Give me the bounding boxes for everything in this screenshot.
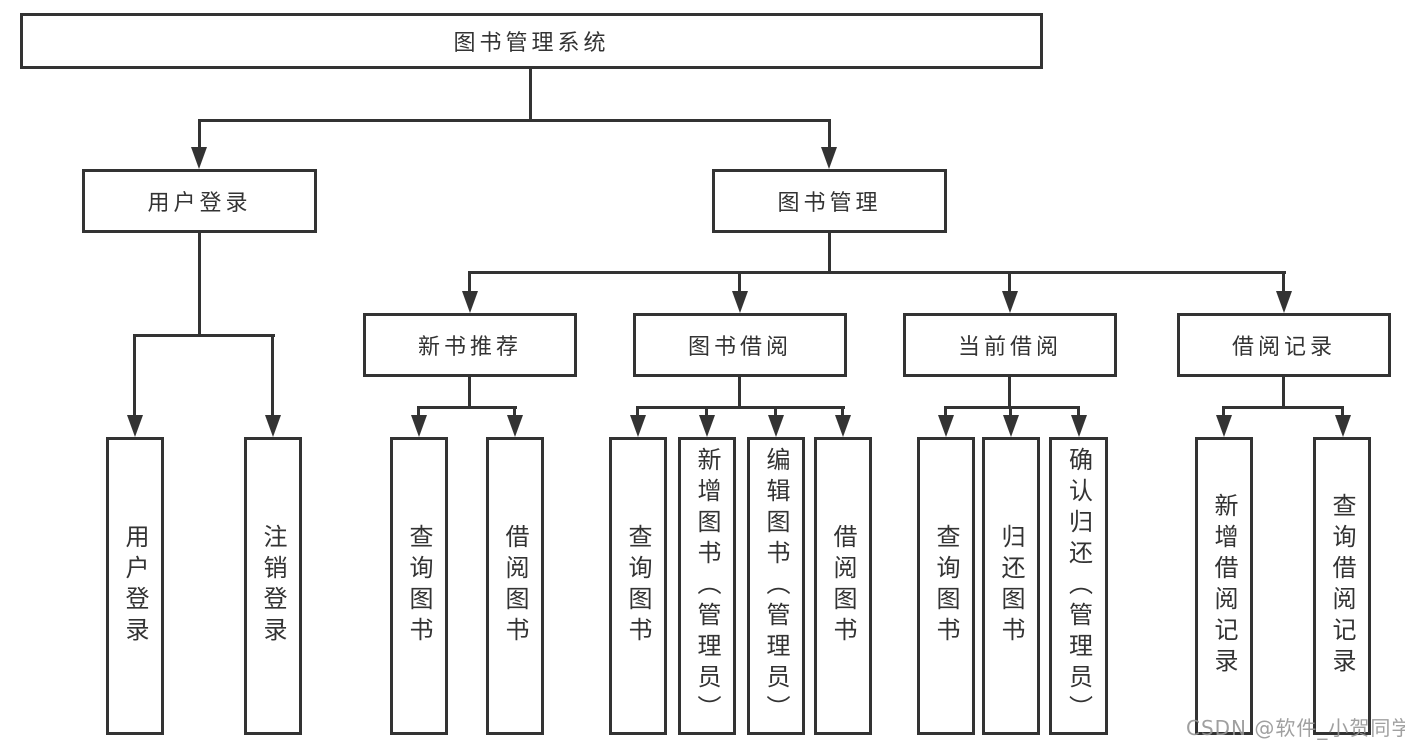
arrow-down-icon — [821, 147, 837, 169]
leaf-label: 编辑图书（管理员） — [762, 446, 790, 726]
leaf-confirm-return-admin: 确认归还（管理员） — [1049, 437, 1108, 735]
csdn-watermark: CSDN @软件_小贺同学 — [1186, 716, 1405, 740]
connector-line — [1009, 406, 1012, 419]
connector-line — [1222, 406, 1225, 419]
leaf-label: 查询借阅记录 — [1328, 493, 1356, 679]
arrow-down-icon — [265, 415, 281, 437]
node-borrowing-records: 借阅记录 — [1177, 313, 1391, 377]
connector-line — [468, 271, 471, 295]
leaf-query-books-current: 查询图书 — [917, 437, 975, 735]
node-label: 图书借阅 — [687, 335, 792, 360]
connector-line — [271, 334, 274, 419]
connector-line — [417, 406, 517, 409]
arrow-down-icon — [1216, 415, 1232, 437]
leaf-logout: 注销登录 — [244, 437, 302, 735]
leaf-edit-book-admin: 编辑图书（管理员） — [747, 437, 805, 735]
connector-line — [468, 271, 1286, 274]
leaf-label: 用户登录 — [121, 524, 149, 648]
arrow-down-icon — [1003, 415, 1019, 437]
leaf-label: 查询图书 — [405, 524, 433, 648]
connector-line — [1282, 377, 1285, 409]
leaf-label: 借阅图书 — [829, 524, 857, 648]
arrow-down-icon — [1276, 291, 1292, 313]
leaf-label: 查询图书 — [624, 524, 652, 648]
leaf-borrow-books-borrowing: 借阅图书 — [814, 437, 872, 735]
connector-line — [198, 119, 831, 122]
node-current-borrowing: 当前借阅 — [903, 313, 1117, 377]
connector-line — [738, 377, 741, 409]
leaf-query-books-recommend: 查询图书 — [390, 437, 448, 735]
connector-line — [133, 334, 275, 337]
arrow-down-icon — [938, 415, 954, 437]
node-label: 图书管理系统 — [453, 31, 610, 56]
connector-line — [468, 377, 471, 409]
arrow-down-icon — [127, 415, 143, 437]
connector-line — [944, 406, 1080, 409]
node-new-book-recommendation: 新书推荐 — [363, 313, 577, 377]
leaf-label: 查询图书 — [932, 524, 960, 648]
connector-line — [705, 406, 708, 419]
arrow-down-icon — [768, 415, 784, 437]
leaf-label: 归还图书 — [997, 524, 1025, 648]
connector-line — [133, 334, 136, 419]
node-book-borrowing: 图书借阅 — [633, 313, 847, 377]
connector-line — [198, 119, 201, 151]
connector-line — [417, 406, 420, 419]
node-label: 图书管理 — [777, 191, 882, 216]
arrow-down-icon — [835, 415, 851, 437]
leaf-return-book: 归还图书 — [982, 437, 1040, 735]
leaf-label: 借阅图书 — [501, 524, 529, 648]
arrow-down-icon — [1071, 415, 1087, 437]
node-library-management-system: 图书管理系统 — [20, 13, 1043, 69]
leaf-add-book-admin: 新增图书（管理员） — [678, 437, 736, 735]
connector-line — [774, 406, 777, 419]
connector-line — [738, 271, 741, 295]
connector-line — [1077, 406, 1080, 419]
connector-line — [1282, 271, 1285, 295]
node-label: 借阅记录 — [1231, 335, 1336, 360]
leaf-label: 新增图书（管理员） — [693, 446, 721, 726]
arrow-down-icon — [411, 415, 427, 437]
connector-line — [828, 119, 831, 151]
connector-line — [513, 406, 516, 419]
connector-line — [1008, 377, 1011, 409]
connector-line — [1341, 406, 1344, 419]
connector-line — [636, 406, 639, 419]
leaf-query-borrow-record: 查询借阅记录 — [1313, 437, 1371, 735]
leaf-label: 新增借阅记录 — [1210, 493, 1238, 679]
arrow-down-icon — [1335, 415, 1351, 437]
connector-line — [828, 233, 831, 273]
node-label: 用户登录 — [147, 191, 252, 216]
leaf-label: 确认归还（管理员） — [1064, 446, 1093, 726]
leaf-query-books-borrowing: 查询图书 — [609, 437, 667, 735]
node-book-management: 图书管理 — [712, 169, 947, 233]
arrow-down-icon — [191, 147, 207, 169]
arrow-down-icon — [507, 415, 523, 437]
connector-line — [944, 406, 947, 419]
arrow-down-icon — [732, 291, 748, 313]
connector-line — [1222, 406, 1344, 409]
arrow-down-icon — [699, 415, 715, 437]
connector-line — [636, 406, 845, 409]
leaf-add-borrow-record: 新增借阅记录 — [1195, 437, 1253, 735]
arrow-down-icon — [462, 291, 478, 313]
leaf-user-login: 用户登录 — [106, 437, 164, 735]
node-label: 当前借阅 — [957, 335, 1062, 360]
arrow-down-icon — [630, 415, 646, 437]
connector-line — [1008, 271, 1011, 295]
node-label: 新书推荐 — [417, 335, 522, 360]
connector-line — [529, 69, 532, 121]
connector-line — [198, 233, 201, 337]
leaf-borrow-books-recommend: 借阅图书 — [486, 437, 544, 735]
leaf-label: 注销登录 — [259, 524, 287, 648]
connector-line — [841, 406, 844, 419]
arrow-down-icon — [1002, 291, 1018, 313]
node-user-login: 用户登录 — [82, 169, 317, 233]
